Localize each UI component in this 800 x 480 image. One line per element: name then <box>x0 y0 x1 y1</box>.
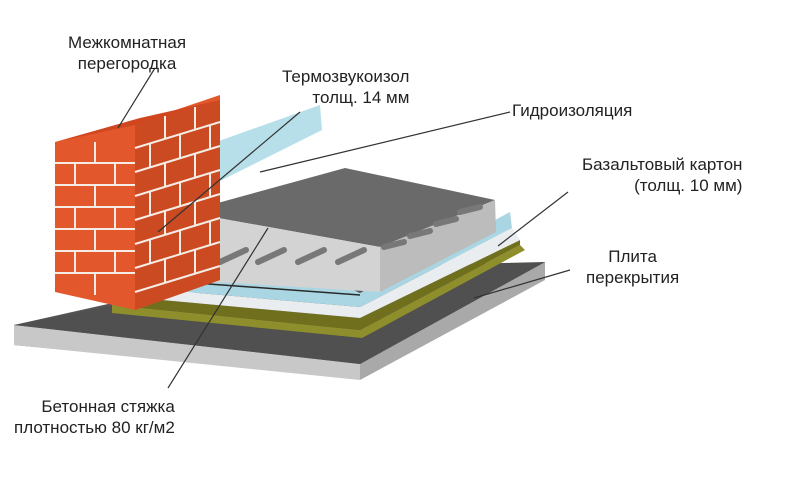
label-slab-line2: перекрытия <box>586 268 680 287</box>
brick-wall-icon <box>55 95 221 310</box>
label-screed-line2: плотностью 80 кг/м2 <box>14 418 175 437</box>
basalt-board-layer <box>112 240 525 338</box>
leader-lines <box>117 67 571 389</box>
label-partition-line2: перегородка <box>77 54 177 73</box>
label-slab-line1: Плита <box>608 247 657 266</box>
label-screed-line1: Бетонная стяжка <box>41 397 175 416</box>
label-basalt-line1: Базальтовый картон <box>582 155 743 174</box>
label-partition: Межкомнатная перегородка <box>68 32 186 74</box>
leader-waterproofing <box>259 111 511 173</box>
label-insulation: Термозвукоизол толщ. 14 мм <box>282 66 409 108</box>
label-waterproofing-line1: Гидроизоляция <box>512 101 633 120</box>
label-insulation-line2: толщ. 14 мм <box>312 88 410 107</box>
leader-insulation <box>157 111 301 233</box>
waterproofing-layer <box>112 228 520 318</box>
label-waterproofing: Гидроизоляция <box>512 100 632 121</box>
label-partition-line1: Межкомнатная <box>68 33 187 52</box>
leader-basalt <box>497 191 569 247</box>
leader-partition <box>117 67 156 129</box>
label-slab: Плита перекрытия <box>586 246 679 288</box>
label-insulation-line1: Термозвукоизол <box>282 67 410 86</box>
leader-screed <box>167 227 269 389</box>
label-basalt-line2: (толщ. 10 мм) <box>634 176 743 195</box>
label-screed: Бетонная стяжка плотностью 80 кг/м2 <box>14 396 175 438</box>
leader-slab <box>473 269 571 299</box>
label-basalt: Базальтовый картон (толщ. 10 мм) <box>582 154 742 196</box>
